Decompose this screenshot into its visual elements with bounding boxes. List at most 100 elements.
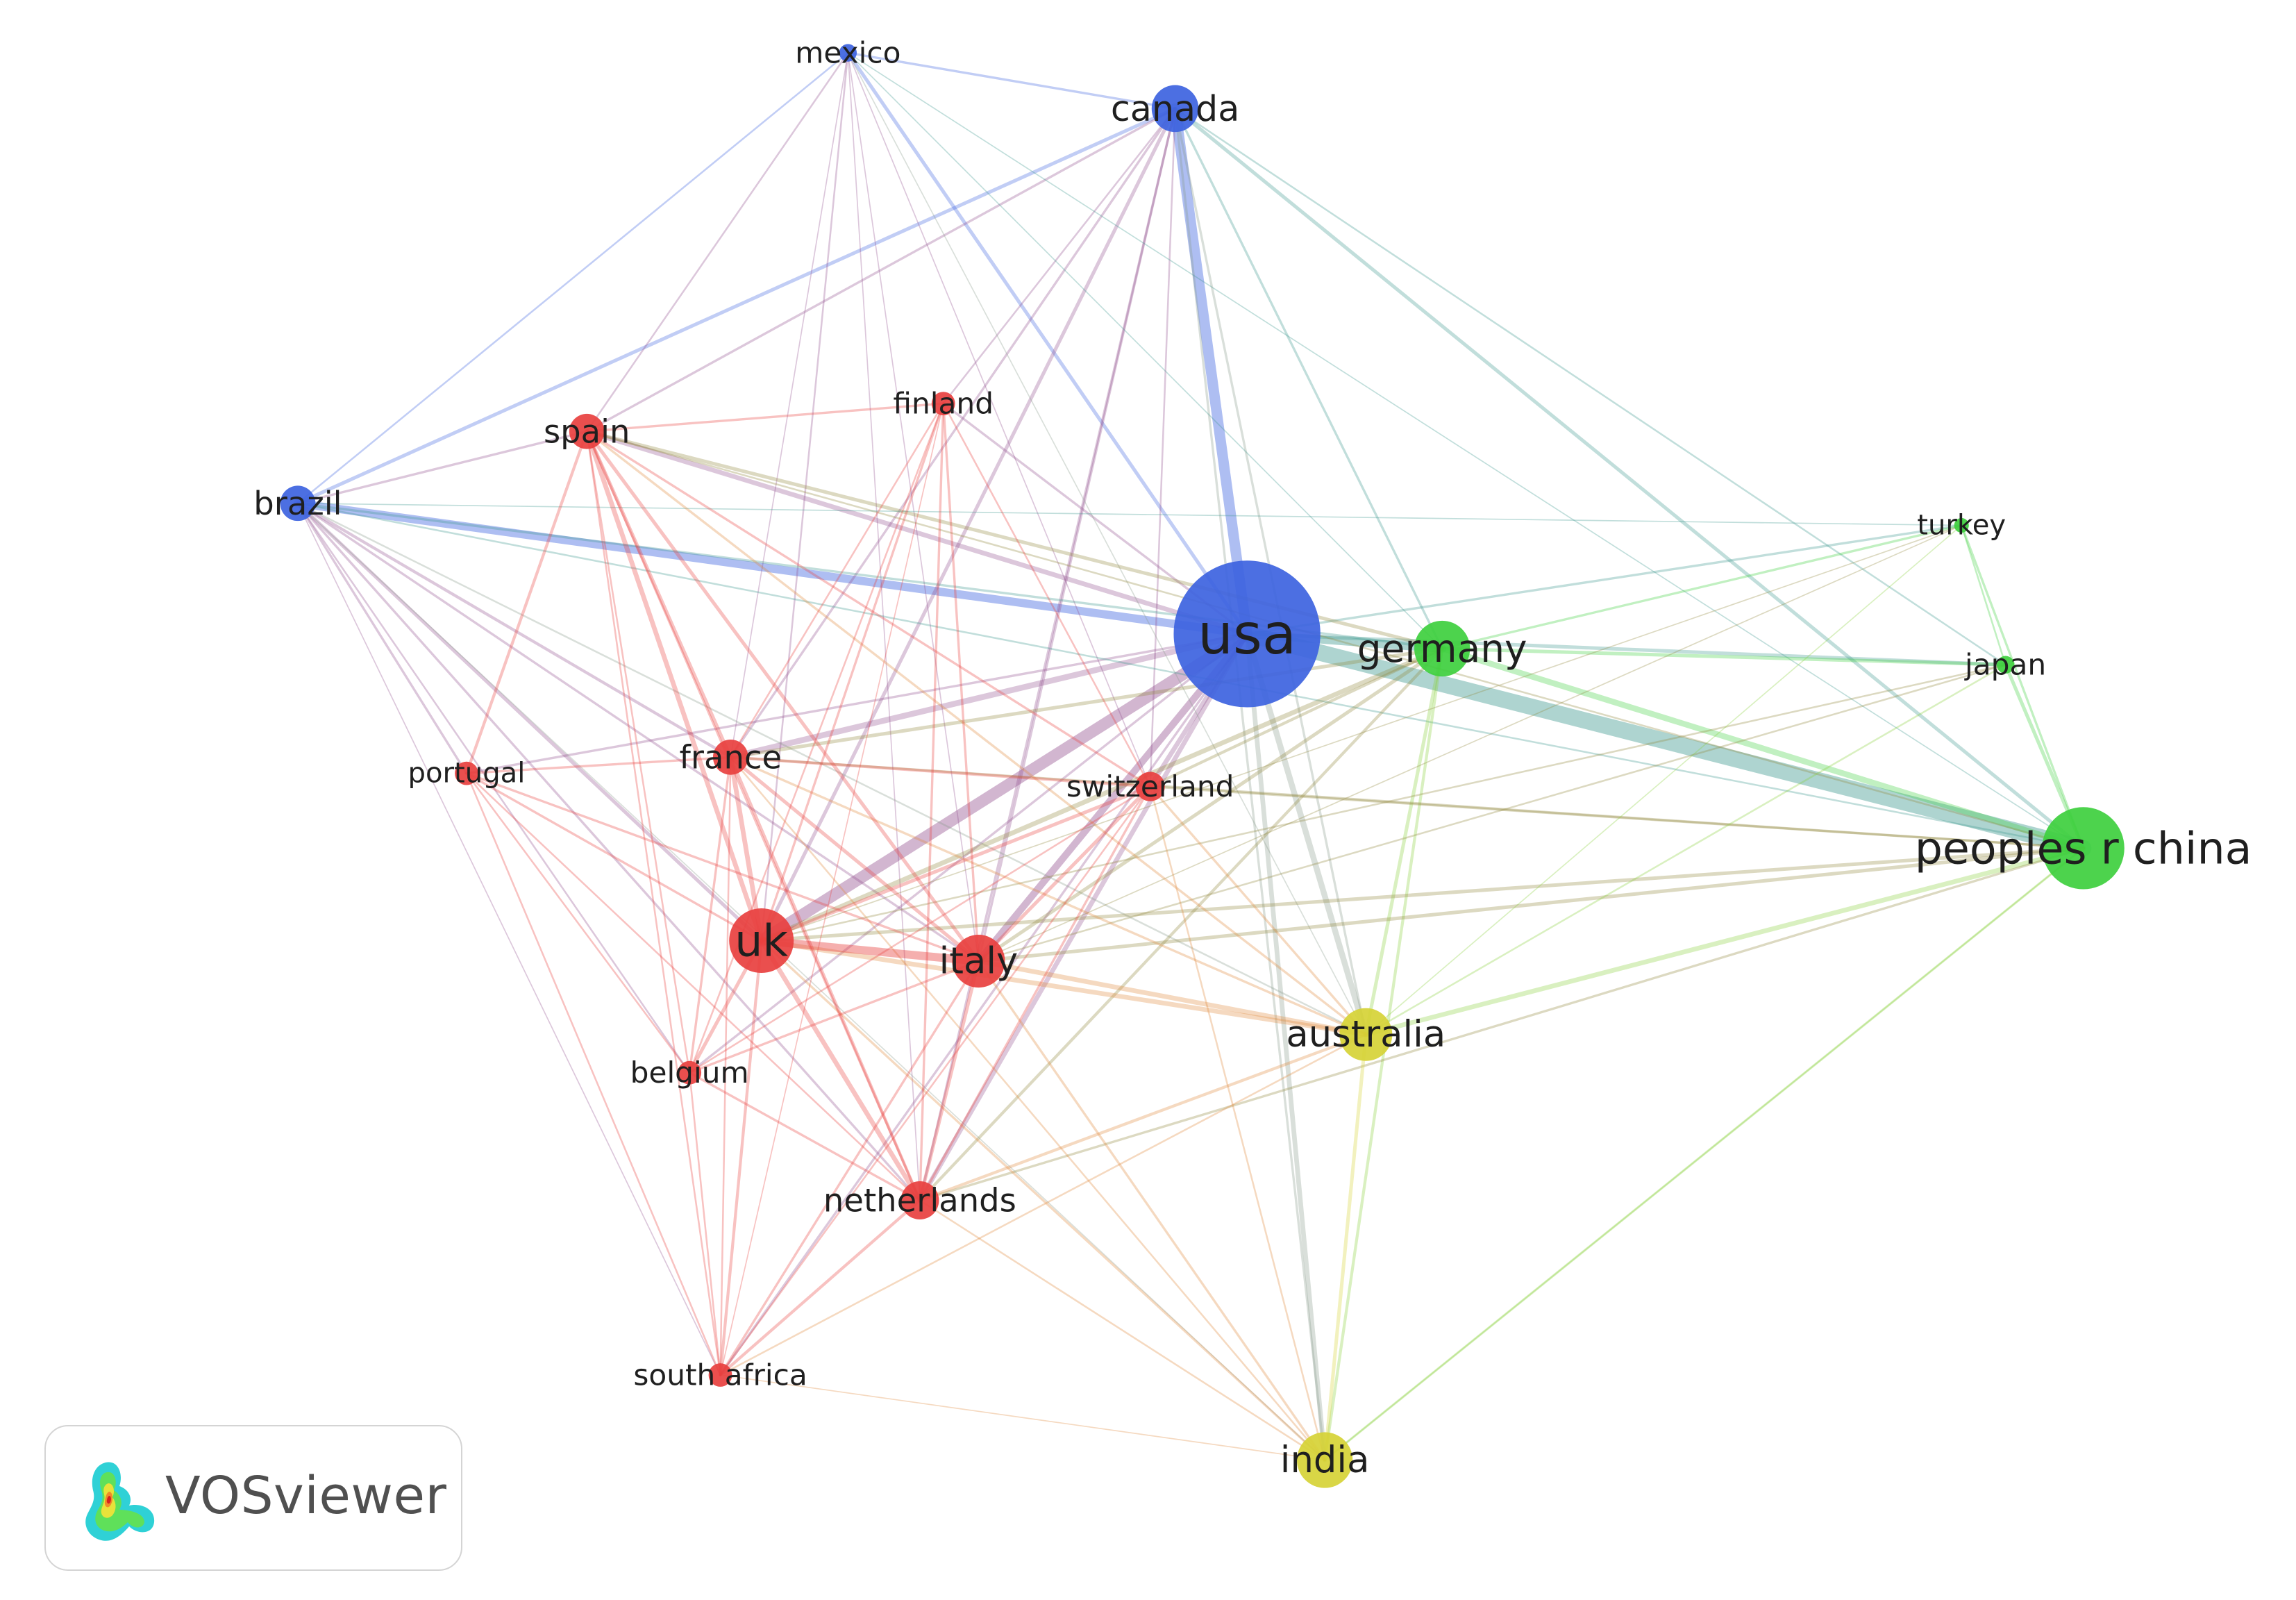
node-japan[interactable] bbox=[1996, 656, 2015, 674]
link-mexico-netherlands bbox=[847, 52, 921, 1201]
link-switzerland-belgium bbox=[688, 785, 1151, 1074]
link-peoples_r_china-netherlands bbox=[919, 847, 2085, 1202]
link-usa-japan bbox=[1245, 632, 2008, 667]
link-japan-uk bbox=[760, 663, 2006, 942]
label-india: india bbox=[1280, 1439, 1370, 1481]
link-belgium-netherlands bbox=[688, 1071, 921, 1202]
label-peoples-r-china: peoples r china bbox=[1915, 822, 2252, 874]
link-spain-belgium bbox=[585, 430, 691, 1074]
link-brazil-portugal bbox=[296, 502, 468, 775]
node-usa[interactable] bbox=[1173, 560, 1321, 708]
link-brazil-uk bbox=[296, 501, 764, 943]
link-mexico-germany bbox=[847, 52, 1443, 649]
link-usa-portugal bbox=[465, 633, 1248, 775]
node-uk[interactable] bbox=[729, 908, 794, 973]
link-brazil-belgium bbox=[296, 502, 691, 1074]
node-canada[interactable] bbox=[1151, 85, 1199, 133]
node-finland[interactable] bbox=[931, 392, 955, 416]
link-switzerland-south_africa bbox=[719, 785, 1151, 1376]
link-germany-turkey bbox=[1441, 524, 1963, 650]
link-germany-peoples_r_china bbox=[1439, 645, 2086, 851]
node-portugal[interactable] bbox=[455, 761, 478, 785]
link-canada-italy bbox=[977, 107, 1177, 962]
node-mexico[interactable] bbox=[839, 44, 857, 62]
link-uk-netherlands bbox=[759, 938, 923, 1203]
link-peoples_r_china-uk bbox=[760, 846, 2086, 943]
link-italy-belgium bbox=[688, 960, 980, 1074]
link-switzerland-netherlands bbox=[919, 785, 1152, 1202]
label-netherlands: netherlands bbox=[823, 1182, 1016, 1219]
link-peoples_r_china-india bbox=[1323, 847, 2085, 1462]
label-spain: spain bbox=[544, 412, 630, 450]
label-south-africa: south africa bbox=[633, 1358, 807, 1392]
link-germany-australia bbox=[1364, 647, 1444, 1037]
node-peoples-r-china[interactable] bbox=[2042, 807, 2125, 890]
label-japan: japan bbox=[1964, 648, 2046, 682]
link-brazil-netherlands bbox=[296, 502, 921, 1202]
node-south-africa[interactable] bbox=[708, 1363, 732, 1387]
label-switzerland: switzerland bbox=[1066, 769, 1234, 803]
link-usa-canada bbox=[1169, 103, 1252, 640]
link-canada-uk bbox=[760, 106, 1178, 943]
link-mexico-france bbox=[730, 52, 849, 758]
link-usa-brazil bbox=[294, 499, 1252, 638]
node-spain[interactable] bbox=[569, 413, 605, 449]
link-india-switzerland bbox=[1149, 785, 1326, 1461]
link-australia-italy bbox=[976, 958, 1368, 1038]
link-mexico-peoples_r_china bbox=[847, 52, 2084, 849]
link-turkey-australia bbox=[1365, 524, 1963, 1035]
node-brazil[interactable] bbox=[280, 485, 316, 522]
vosviewer-heatmap-icon bbox=[85, 1462, 155, 1541]
link-canada-spain bbox=[585, 107, 1177, 433]
link-italy-portugal bbox=[465, 772, 980, 962]
link-mexico-australia bbox=[847, 52, 1367, 1035]
link-mexico-italy bbox=[847, 52, 980, 962]
link-usa-spain bbox=[584, 428, 1250, 637]
link-usa-turkey bbox=[1246, 524, 1963, 635]
node-france[interactable] bbox=[712, 740, 748, 775]
link-spain-switzerland bbox=[585, 430, 1152, 788]
node-germany[interactable] bbox=[1414, 620, 1470, 677]
link-canada-japan bbox=[1174, 108, 2006, 666]
node-india[interactable] bbox=[1296, 1432, 1353, 1488]
link-canada-netherlands bbox=[919, 107, 1177, 1202]
link-finland-south_africa bbox=[719, 403, 944, 1376]
link-japan-turkey bbox=[1960, 524, 2006, 666]
node-turkey[interactable] bbox=[1954, 517, 1969, 533]
label-portugal: portugal bbox=[408, 758, 526, 790]
node-netherlands[interactable] bbox=[900, 1181, 939, 1219]
label-brazil: brazil bbox=[253, 485, 342, 522]
label-belgium: belgium bbox=[630, 1056, 749, 1090]
link-usa-netherlands bbox=[917, 631, 1250, 1203]
link-canada-switzerland bbox=[1149, 108, 1176, 788]
link-australia-spain bbox=[585, 430, 1367, 1036]
link-usa-uk bbox=[755, 628, 1253, 947]
node-switzerland[interactable] bbox=[1135, 772, 1165, 801]
link-spain-netherlands bbox=[585, 430, 921, 1202]
link-japan-australia bbox=[1365, 663, 2006, 1036]
link-portugal-belgium bbox=[465, 772, 691, 1074]
node-belgium[interactable] bbox=[678, 1060, 702, 1085]
node-australia[interactable] bbox=[1339, 1008, 1393, 1061]
link-canada-brazil bbox=[296, 106, 1178, 506]
network-links bbox=[294, 51, 2092, 1462]
link-uk-switzerland bbox=[760, 785, 1153, 943]
node-italy[interactable] bbox=[952, 935, 1005, 988]
link-italy-spain bbox=[585, 429, 980, 963]
link-italy-france bbox=[728, 755, 980, 963]
label-uk: uk bbox=[735, 915, 788, 966]
link-france-portugal bbox=[465, 756, 732, 775]
link-turkey-brazil bbox=[297, 502, 1963, 526]
link-finland-switzerland bbox=[942, 402, 1151, 788]
link-peoples_r_china-italy bbox=[976, 846, 2086, 963]
link-france-switzerland bbox=[729, 756, 1152, 788]
link-france-finland bbox=[730, 402, 944, 758]
link-brazil-india bbox=[297, 502, 1325, 1461]
link-mexico-switzerland bbox=[847, 52, 1151, 788]
link-france-spain bbox=[585, 429, 732, 759]
link-germany-italy bbox=[976, 647, 1444, 963]
link-australia-switzerland bbox=[1148, 785, 1367, 1036]
link-usa-south_africa bbox=[719, 633, 1248, 1376]
